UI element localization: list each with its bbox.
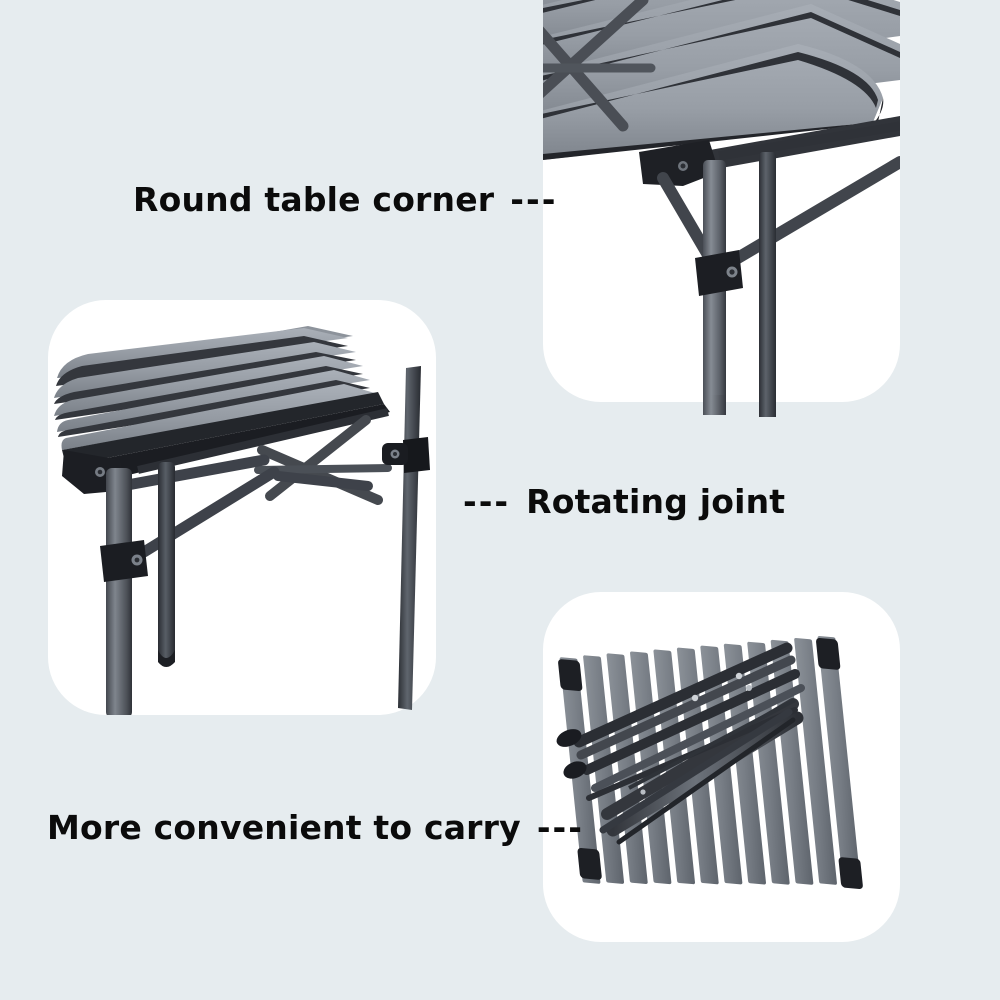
caption-round-table-corner: Round table corner --- <box>133 180 557 219</box>
front-apron-rail <box>137 408 389 474</box>
corner-mount <box>838 857 863 889</box>
dash-connector-icon: --- <box>536 808 584 847</box>
caption-more-convenient-to-carry: More convenient to carry --- <box>47 808 584 847</box>
caption-text: Round table corner <box>133 180 495 219</box>
diagonal-brace-right <box>725 156 900 268</box>
caption-text: Rotating joint <box>526 482 786 521</box>
folded-table-illustration <box>556 636 863 889</box>
leg-end-cap <box>556 729 582 747</box>
panel-round-table-corner <box>543 0 900 402</box>
table-top-slats <box>54 326 378 450</box>
table-leg-left <box>106 468 132 715</box>
x-cross-brace <box>543 0 656 132</box>
leg-foot-cap <box>158 650 175 667</box>
folded-leg-frame <box>573 642 805 845</box>
table-frame-illustration <box>54 326 392 715</box>
table-leg-inner <box>158 462 175 662</box>
caption-rotating-joint: --- Rotating joint <box>463 482 785 521</box>
corner-mount <box>577 848 602 880</box>
table-leg-back <box>759 152 776 402</box>
round-table-corner-illustration <box>543 0 900 402</box>
dash-connector-icon: --- <box>463 482 511 521</box>
corner-mount <box>816 638 841 670</box>
rotating-joint-clamp <box>695 250 743 296</box>
caption-text: More convenient to carry <box>47 808 521 847</box>
panel-table-frame <box>48 300 436 715</box>
side-rail <box>718 121 900 161</box>
x-cross-brace <box>254 415 392 505</box>
leg-end-cap <box>563 761 587 779</box>
joint-clamp-left <box>100 540 148 582</box>
dash-connector-icon: --- <box>510 180 558 219</box>
corner-mount <box>558 659 583 691</box>
panel-folded-table <box>543 592 900 942</box>
